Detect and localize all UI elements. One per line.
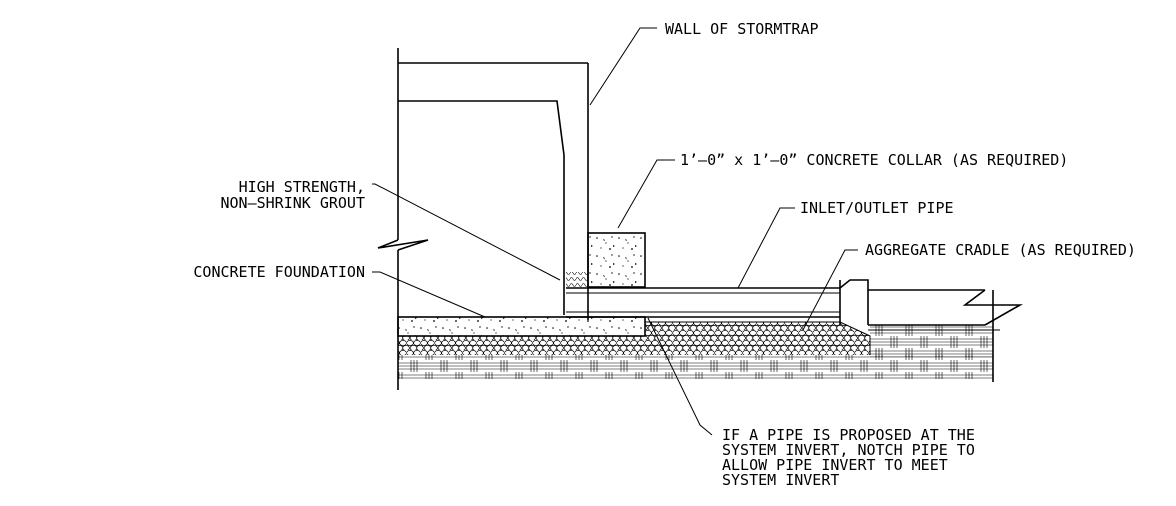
grout-label-line2: NON–SHRINK GROUT <box>221 194 366 212</box>
concrete-collar <box>587 232 646 288</box>
collar-label: 1’–0” x 1’–0” CONCRETE COLLAR (AS REQUIR… <box>680 151 1068 169</box>
foundation-label: CONCRETE FOUNDATION <box>193 263 365 281</box>
leader-lines <box>372 27 858 436</box>
grout-fill <box>566 272 588 288</box>
note-line1: IF A PIPE IS PROPOSED AT THE <box>722 426 975 444</box>
cradle-label: AGGREGATE CRADLE (AS REQUIRED) <box>865 241 1136 259</box>
stormtrap-wall <box>377 48 589 390</box>
note-line3: ALLOW PIPE INVERT TO MEET <box>722 456 948 474</box>
concrete-foundation <box>397 316 646 337</box>
aggregate-cradle <box>398 321 871 355</box>
inlet-outlet-pipe <box>566 279 1024 382</box>
wall-label: WALL OF STORMTRAP <box>665 20 819 38</box>
grout-label-line1: HIGH STRENGTH, <box>239 178 365 196</box>
note-line4: SYSTEM INVERT <box>722 471 839 489</box>
note-line2: SYSTEM INVERT, NOTCH PIPE TO <box>722 441 975 459</box>
pipe-label: INLET/OUTLET PIPE <box>800 199 954 217</box>
